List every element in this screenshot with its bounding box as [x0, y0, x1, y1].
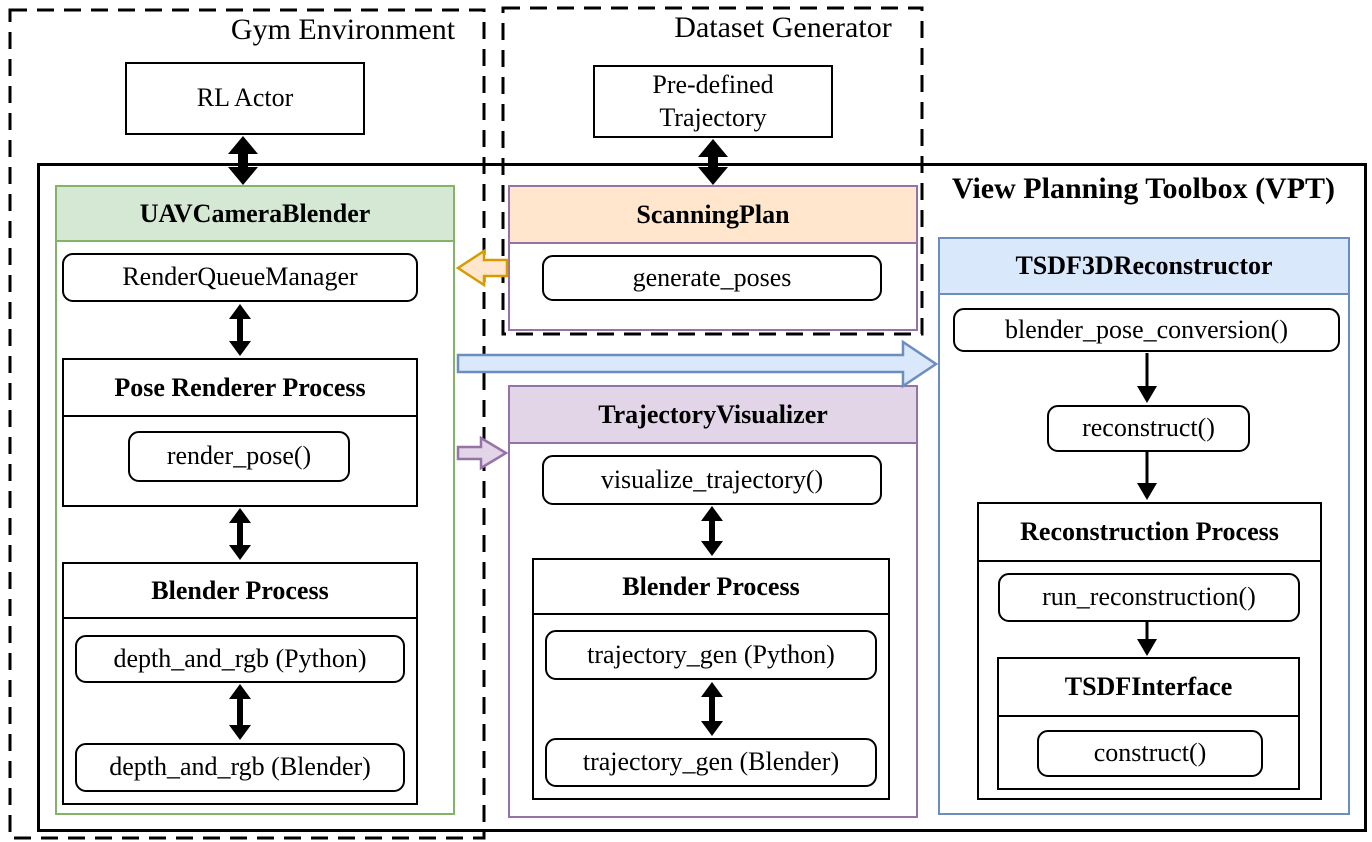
render-pose-node: render_pose()	[128, 431, 350, 482]
pose-renderer-process-header: Pose Renderer Process	[64, 360, 416, 417]
render-queue-manager-node: RenderQueueManager	[62, 253, 418, 302]
depth-and-rgb-python-node: depth_and_rgb (Python)	[75, 635, 405, 683]
tsdf3d-reconstructor-header: TSDF3DReconstructor	[940, 239, 1348, 295]
trajectory-gen-blender-node: trajectory_gen (Blender)	[545, 738, 877, 787]
generate-poses-node: generate_poses	[542, 255, 882, 301]
depth-and-rgb-blender-node: depth_and_rgb (Blender)	[75, 743, 405, 792]
visualize-trajectory-node: visualize_trajectory()	[542, 455, 882, 505]
trajectory-gen-python-node: trajectory_gen (Python)	[545, 630, 877, 680]
blender-pose-conversion-node: blender_pose_conversion()	[953, 308, 1340, 352]
predefined-trajectory-label: Pre-defined Trajectory	[652, 70, 774, 132]
tsdf-interface-header: TSDFInterface	[999, 659, 1298, 717]
predefined-trajectory-node: Pre-defined Trajectory	[593, 65, 833, 138]
dataset-generator-label: Dataset Generator	[674, 11, 892, 44]
run-reconstruction-node: run_reconstruction()	[998, 573, 1300, 622]
construct-node: construct()	[1037, 730, 1263, 777]
vpt-title: View Planning Toolbox (VPT)	[951, 172, 1336, 205]
tv-blender-process-header: Blender Process	[534, 560, 888, 615]
reconstruct-node: reconstruct()	[1047, 405, 1250, 452]
uav-blender-process-header: Blender Process	[64, 564, 416, 619]
reconstruction-process-header: Reconstruction Process	[979, 504, 1320, 562]
gym-environment-label: Gym Environment	[230, 13, 456, 46]
scanning-plan-header: ScanningPlan	[510, 187, 916, 244]
rl-actor-node: RL Actor	[125, 62, 365, 135]
uav-camera-blender-header: UAVCameraBlender	[57, 187, 453, 242]
trajectory-visualizer-header: TrajectoryVisualizer	[510, 387, 916, 444]
